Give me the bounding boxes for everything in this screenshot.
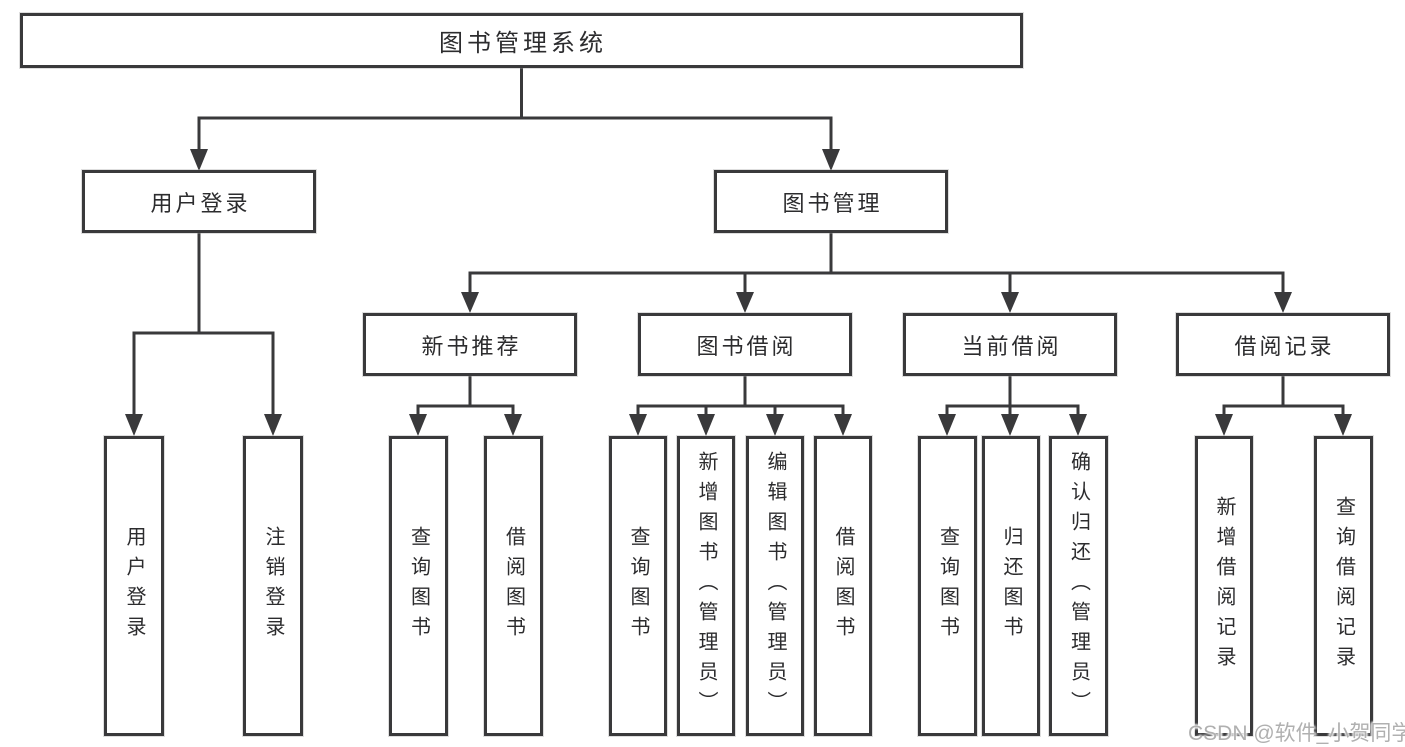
branch-new-book-recommend: 新书推荐 — [363, 313, 577, 376]
arrowheads — [125, 149, 1352, 436]
leaf-edit-book-admin-label: 编辑图书（管理员） — [764, 451, 786, 721]
leaf-borrow-books-borrow-label: 借阅图书 — [832, 526, 854, 646]
leaf-query-borrow-record-label: 查询借阅记录 — [1332, 496, 1355, 676]
leaf-query-books-current-label: 查询图书 — [936, 526, 959, 646]
leaf-query-books-current: 查询图书 — [918, 436, 977, 736]
leaf-add-book-admin-label: 新增图书（管理员） — [695, 451, 717, 721]
leaf-query-borrow-record: 查询借阅记录 — [1314, 436, 1373, 736]
leaf-add-book-admin: 新增图书（管理员） — [677, 436, 735, 736]
leaf-edit-book-admin: 编辑图书（管理员） — [746, 436, 804, 736]
leaf-return-books-label: 归还图书 — [1000, 526, 1022, 646]
leaf-query-books-borrow: 查询图书 — [609, 436, 667, 736]
leaf-logout: 注销登录 — [243, 436, 303, 736]
leaf-add-borrow-record: 新增借阅记录 — [1195, 436, 1253, 736]
branch-book-borrow: 图书借阅 — [638, 313, 852, 376]
node-root: 图书管理系统 — [20, 13, 1023, 68]
leaf-logout-label: 注销登录 — [262, 526, 284, 646]
branch-user-login-label: 用户登录 — [150, 190, 251, 216]
leaf-confirm-return-admin: 确认归还（管理员） — [1049, 436, 1108, 736]
leaf-confirm-return-admin-label: 确认归还（管理员） — [1067, 451, 1090, 721]
leaf-user-login-label: 用户登录 — [123, 526, 145, 646]
branch-borrow-records-label: 借阅记录 — [1234, 333, 1335, 359]
branch-current-borrow: 当前借阅 — [903, 313, 1117, 376]
branch-borrow-records: 借阅记录 — [1176, 313, 1390, 376]
branch-new-book-recommend-label: 新书推荐 — [421, 333, 522, 359]
leaf-query-books-recommend-label: 查询图书 — [407, 526, 430, 646]
leaf-add-borrow-record-label: 新增借阅记录 — [1213, 496, 1235, 676]
leaf-return-books: 归还图书 — [982, 436, 1040, 736]
branch-book-management: 图书管理 — [714, 170, 948, 233]
branch-book-management-label: 图书管理 — [782, 190, 883, 216]
node-root-label: 图书管理系统 — [439, 30, 607, 57]
branch-current-borrow-label: 当前借阅 — [961, 333, 1062, 359]
leaf-query-books-recommend: 查询图书 — [389, 436, 448, 736]
leaf-borrow-books-recommend: 借阅图书 — [484, 436, 543, 736]
branch-user-login: 用户登录 — [82, 170, 316, 233]
leaf-borrow-books-recommend-label: 借阅图书 — [502, 526, 525, 646]
leaf-borrow-books-borrow: 借阅图书 — [814, 436, 872, 736]
watermark: CSDN @软件_小贺同学 — [1188, 722, 1405, 745]
leaf-query-books-borrow-label: 查询图书 — [627, 526, 649, 646]
branch-book-borrow-label: 图书借阅 — [696, 333, 797, 359]
leaf-user-login: 用户登录 — [104, 436, 164, 736]
